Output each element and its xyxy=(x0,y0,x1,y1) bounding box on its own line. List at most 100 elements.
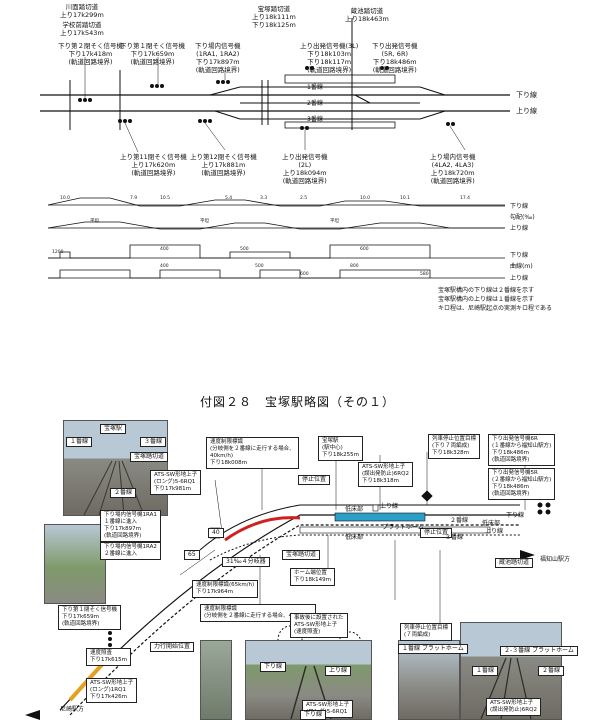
signal-label-sig-nobori12: 上り第12閉そく信号機上り17k881m(軌道回路境界) xyxy=(190,153,257,177)
annotation-line: 下り17k426m xyxy=(90,694,128,700)
signal-label-line: 上り17k299m xyxy=(60,11,104,19)
signal-label-line: 下り出発信号機 xyxy=(372,42,418,50)
curve-radius-value: 400 xyxy=(160,264,169,269)
profile-curve-down: 下り線 xyxy=(510,252,529,259)
annotation-line: 下り17k981m xyxy=(154,486,192,492)
annotation-line: 事故後に設置された xyxy=(294,615,344,621)
figure-caption: 付図２８ 宝塚駅略図（その１） xyxy=(200,395,396,409)
signal-label-line: 下り17k418m xyxy=(68,50,113,58)
curve-radius-value: 600 xyxy=(360,247,369,252)
annotation-line: 40km/h) xyxy=(210,453,234,459)
tag-low-floor-1: 低床部 xyxy=(345,506,364,513)
note-2: 宝塚駅構内の上り線は１番線を示す xyxy=(438,296,535,303)
signal-label-tsukiji-fumi: 蔵池踏切道上り18k463m xyxy=(345,7,389,23)
annotation-box-b-stopmark7: 列車停止位置目標(７両編成) xyxy=(400,623,453,641)
tag-line1: １番線 xyxy=(66,437,93,447)
tag-takarazuka-crossing-2: 宝塚踏切道 xyxy=(282,550,321,560)
gradient-value: 10.5 xyxy=(160,196,171,201)
tag-up-line-2: 上り線 xyxy=(485,528,504,535)
signal-label-line: 上り17k620m xyxy=(131,161,176,169)
annotation-line: (軌道回路境界) xyxy=(104,533,142,539)
signal-label-line: 上り17k881m xyxy=(201,161,246,169)
annotation-line: ATS-SW形地上子 xyxy=(154,472,198,478)
signal-label-gakkomae: 学校前踏切道上り17k543m xyxy=(60,21,104,37)
annotation-line: ATS-SW形地上子 xyxy=(362,464,406,470)
tag-amagasaki-direction: 尼崎駅方 xyxy=(60,706,85,713)
annotation-line: (ロング)5-6RQ1 xyxy=(306,709,348,715)
signal-label-line: 下り18k117m xyxy=(307,58,352,66)
signal-label-line: (4LA2, 4LA3) xyxy=(431,161,474,169)
signal-label-line: 上り出発信号機 xyxy=(282,153,328,161)
signal-label-kawazura: 川面踏切道上り17k299m xyxy=(60,3,104,19)
signal-label-line: (5R, 6R) xyxy=(381,50,408,58)
profile-curve-up: 上り線 xyxy=(510,275,529,282)
signal-label-line: 上り18k111m xyxy=(252,13,296,21)
annotation-line: (誤出発防止)6RQ2 xyxy=(490,707,537,713)
annotation-line: 速度照査 xyxy=(90,650,113,656)
annotation-line: (下り７両編成) xyxy=(432,443,470,449)
tag-platform-line2: ２番線 xyxy=(538,666,565,676)
signal-label-line: 下り18k486m xyxy=(372,58,417,66)
tag-line3: ３番線 xyxy=(140,437,167,447)
signal-label-line: 下り17k659m xyxy=(130,50,175,58)
gradient-value: 3.3 xyxy=(260,196,268,201)
signal-label-line: (軌道回路境界) xyxy=(430,177,475,185)
annotation-line: 下り場内信号機1RA1 xyxy=(104,512,157,518)
signal-label-line: 下り第２閉そく信号機 xyxy=(58,42,123,50)
tag-up-line: 上り線 xyxy=(380,503,399,510)
note-3: キロ程は、尼崎駅起点の実測キロ程である xyxy=(438,305,552,312)
signal-label-line: 下り場内信号機 xyxy=(195,42,241,50)
annotation-box-b-stopmark: 列車停止位置目標(下り７両編成)下り18k328m xyxy=(428,434,481,459)
signal-label-line: (軌道回路境界) xyxy=(68,58,113,66)
signal-label-line: (1RA1, 1RA2) xyxy=(196,50,240,58)
profile-down-label: 下り線 xyxy=(510,203,529,210)
tag-home-line1: １番線 プラットホーム xyxy=(398,644,468,654)
annotation-box-b-sogen: 速度照査下り17k615m xyxy=(86,648,132,666)
photo-speed-sign xyxy=(200,640,232,720)
profile-up-label: 上り線 xyxy=(510,225,529,232)
track-label-line1: 1番線 xyxy=(307,84,323,91)
annotation-line: 列車停止位置目標 xyxy=(404,625,449,631)
annotation-line: (ロング)5-6RQ1 xyxy=(154,479,196,485)
tag-down-line: 下り線 xyxy=(506,512,525,519)
tag-takarazuka-crossing: 宝塚踏切道 xyxy=(130,452,169,462)
tag-speed-65: 65 xyxy=(184,550,200,560)
signal-label-line: 宝塚踏切道 xyxy=(257,5,291,13)
tag-fukuchiyama-direction: 福知山駅方 xyxy=(540,556,571,563)
tag-power-start: 力行開始位置 xyxy=(150,642,195,652)
annotation-box-b-shuppatsu5r: 下り出発信号機5R(２番線から福知山駅方)下り18k486m(軌道回路境界) xyxy=(488,468,556,500)
track-label-line3: 3番線 xyxy=(307,116,323,123)
tag-down-line-photo-2: 下り線 xyxy=(300,710,327,720)
signal-label-line: (軌道回路境界) xyxy=(372,66,417,74)
tag-home-line23: ２-３番線 プラットホーム xyxy=(500,646,578,656)
gradient-flat: 平坦 xyxy=(200,219,209,224)
tag-line2: ２番線 xyxy=(110,488,137,498)
tag-low-floor-2: 低床部 xyxy=(345,534,364,541)
annotation-box-b-shuppatsu6r: 下り出発信号機6R(１番線から福知山駅方)下り18k486m(軌道回路境界) xyxy=(488,434,556,466)
annotation-line: 下り18k318m xyxy=(362,478,400,484)
signal-label-line: 下り第１閉そく信号機 xyxy=(120,42,185,50)
track-layout-svg xyxy=(40,18,510,279)
annotation-line: (誤出発防止)6RQ2 xyxy=(362,471,409,477)
annotation-line: 速度制限標識 xyxy=(204,606,238,612)
signal-label-sig-shimo2: 下り第２閉そく信号機下り17k418m(軌道回路境界) xyxy=(58,42,123,66)
tag-stop-position-2: 停止位置 xyxy=(420,528,453,538)
annotation-line: 下り18k486m xyxy=(492,484,530,490)
signal-label-sig-shimo1: 下り第１閉そく信号機下り17k659m(軌道回路境界) xyxy=(120,42,185,66)
photo-station-view xyxy=(63,420,168,516)
signal-label-line: 学校前踏切道 xyxy=(62,21,102,29)
annotation-line: 下り出発信号機5R xyxy=(492,470,538,476)
signal-label-line: (軌道回路境界) xyxy=(130,58,175,66)
annotation-line: (駅中心) xyxy=(322,445,343,451)
tag-kurachi-crossing: 蔵池踏切道 xyxy=(495,558,534,568)
signal-label-line: 下り18k125m xyxy=(252,21,296,29)
tag-platform-line1: １番線 xyxy=(472,666,499,676)
annotation-line: 下り出発信号機6R xyxy=(492,436,538,442)
gradient-flat: 平坦 xyxy=(90,219,99,224)
annotation-line: (分岐側を２番線に走行する場合、 xyxy=(210,446,295,452)
photo-approach-signal xyxy=(44,524,106,604)
